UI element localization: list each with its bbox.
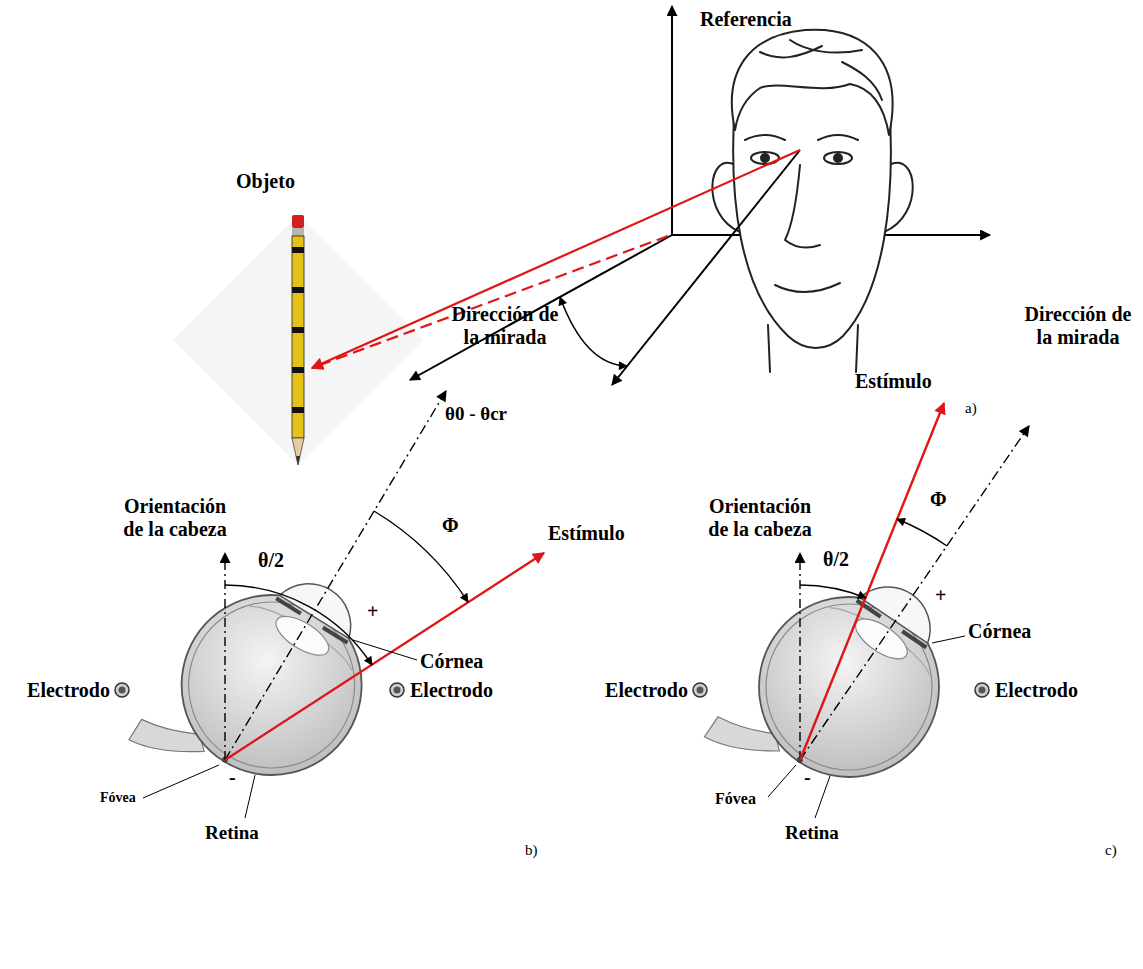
- polarity-sign: -: [229, 766, 236, 789]
- part-label: Retina: [205, 822, 259, 844]
- electrode-symbol: [693, 683, 989, 697]
- polarity-sign: -: [804, 766, 811, 789]
- angle-label: Φ: [442, 514, 459, 537]
- part-label: Fóvea: [715, 790, 756, 808]
- part-label: Retina: [785, 822, 839, 844]
- gaze-label: Dirección de la mirada: [1019, 303, 1137, 349]
- stimulus-label: Estímulo: [855, 370, 932, 393]
- panel-letter: c): [1105, 842, 1117, 859]
- angle-label: θ0 - θcr: [445, 403, 507, 425]
- angle-label: θ/2: [258, 549, 284, 572]
- axis-label: Referencia: [700, 8, 792, 31]
- stimulus-label: Estímulo: [548, 522, 625, 545]
- eye-lines: [768, 403, 1029, 818]
- part-label: Córnea: [968, 620, 1031, 643]
- head-orientation-label: Orientación de la cabeza: [700, 495, 820, 541]
- part-label: Fóvea: [100, 790, 136, 806]
- eye-cross-section: [705, 543, 987, 839]
- electrode-label: Electrodo: [27, 679, 110, 702]
- electrode-label: Electrodo: [410, 679, 493, 702]
- part-label: Córnea: [420, 650, 483, 673]
- object-label: Objeto: [236, 170, 295, 193]
- gaze-label: Dirección de la mirada: [446, 303, 564, 349]
- pencil-backdrop: [173, 215, 423, 465]
- panel-letter: a): [965, 400, 977, 417]
- angle-arrows: [410, 150, 800, 385]
- electrode-symbol: [115, 683, 404, 697]
- electrode-label: Electrodo: [995, 679, 1078, 702]
- polarity-sign: +: [367, 600, 378, 623]
- panel-letter: b): [525, 842, 538, 859]
- angle-label: Φ: [930, 488, 947, 511]
- head-orientation-label: Orientación de la cabeza: [115, 495, 235, 541]
- angle-label: θ/2: [823, 548, 849, 571]
- polarity-sign: +: [935, 584, 946, 607]
- pencil-illustration: [292, 215, 304, 465]
- sight-lines: [312, 150, 800, 368]
- eye-lines: [143, 391, 544, 818]
- face-illustration: [712, 30, 912, 372]
- electrode-label: Electrodo: [605, 679, 688, 702]
